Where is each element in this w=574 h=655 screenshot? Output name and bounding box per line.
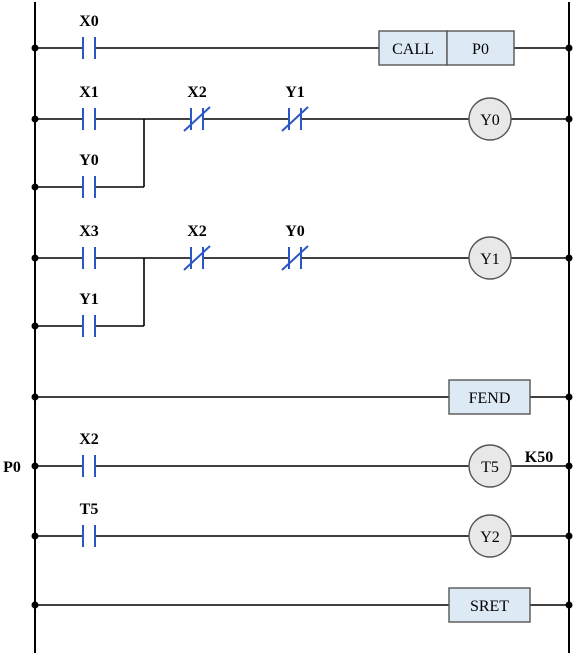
coil-circle — [468, 444, 512, 488]
contact-slash — [183, 245, 211, 271]
instruction-box: FEND — [448, 379, 531, 415]
contact-label: X1 — [79, 84, 99, 101]
junction-node — [31, 115, 39, 123]
junction-node — [31, 322, 39, 330]
contact-slash — [183, 106, 211, 132]
instruction-cell — [378, 30, 448, 66]
contact-label: X2 — [187, 223, 207, 240]
junction-node — [565, 532, 573, 540]
coil-label: Y1 — [480, 251, 500, 268]
contact-label: X3 — [79, 223, 99, 240]
junction-node — [31, 44, 39, 52]
contact-label: X2 — [187, 84, 207, 101]
no-contact: Y1 — [79, 291, 99, 337]
contact-label: T5 — [80, 501, 99, 518]
output-coil: Y1 — [468, 236, 512, 280]
no-contact: X2 — [79, 431, 99, 477]
junction-node — [31, 462, 39, 470]
nc-contact: X2 — [183, 84, 211, 132]
output-coil: T5 K50 — [468, 444, 553, 488]
instruction-text: P0 — [472, 41, 489, 58]
contact-label: Y0 — [79, 152, 99, 169]
pointer-label: P0 — [3, 459, 21, 476]
instruction-box: CALL P0 — [378, 30, 515, 66]
coil-label: Y0 — [480, 112, 500, 129]
no-contact: Y0 — [79, 152, 99, 198]
junction-node — [565, 462, 573, 470]
no-contact: X0 — [79, 13, 99, 59]
no-contact: X3 — [79, 223, 99, 269]
junction-node — [565, 393, 573, 401]
contact-label: X0 — [79, 13, 99, 30]
instruction-text: SRET — [470, 598, 509, 615]
contact-label: Y1 — [79, 291, 99, 308]
junction-node — [31, 532, 39, 540]
junction-node — [565, 601, 573, 609]
rung-4: FEND — [31, 379, 573, 415]
contact-slash — [281, 245, 309, 271]
output-coil: Y0 — [468, 97, 512, 141]
nc-contact: X2 — [183, 223, 211, 271]
coil-circle — [468, 514, 512, 558]
instruction-box: SRET — [448, 587, 531, 623]
coil-circle — [468, 236, 512, 280]
no-contact: X1 — [79, 84, 99, 130]
instruction-cell — [448, 587, 531, 623]
junction-node — [565, 115, 573, 123]
junction-node — [31, 254, 39, 262]
junction-node — [31, 183, 39, 191]
coil-parameter: K50 — [525, 449, 553, 466]
instruction-cell — [446, 30, 515, 66]
nc-contact: Y0 — [281, 223, 309, 271]
instruction-cell — [448, 379, 531, 415]
coil-label: Y2 — [480, 529, 500, 546]
rung-7: SRET — [31, 587, 573, 623]
junction-node — [565, 44, 573, 52]
instruction-text: CALL — [392, 41, 434, 58]
junction-node — [565, 254, 573, 262]
junction-node — [31, 393, 39, 401]
contact-label: Y0 — [285, 223, 305, 240]
contact-slash — [281, 106, 309, 132]
instruction-text: FEND — [469, 390, 511, 407]
coil-label: T5 — [481, 459, 499, 476]
contact-label: X2 — [79, 431, 99, 448]
coil-circle — [468, 97, 512, 141]
nc-contact: Y1 — [281, 84, 309, 132]
contact-label: Y1 — [285, 84, 305, 101]
output-coil: Y2 — [468, 514, 512, 558]
junction-node — [31, 601, 39, 609]
no-contact: T5 — [80, 501, 99, 547]
